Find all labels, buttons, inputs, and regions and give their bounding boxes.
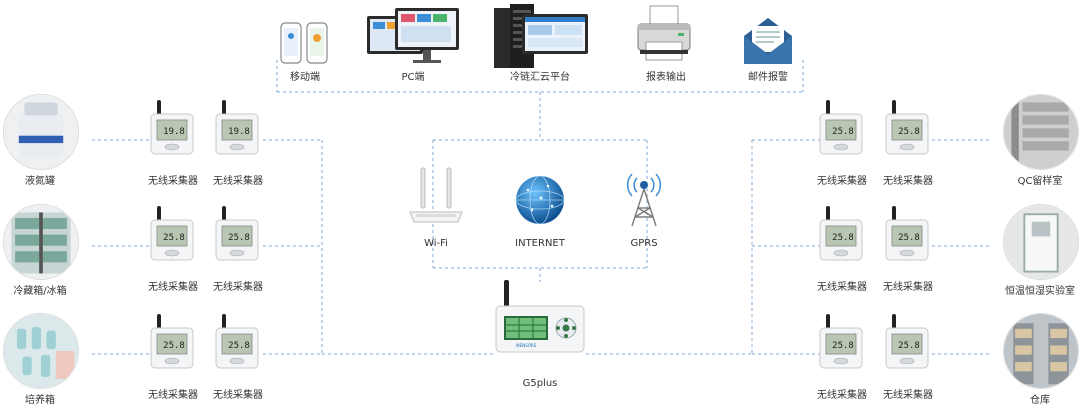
antenna-tower-icon — [626, 173, 662, 227]
mail-label: 邮件报警 — [748, 72, 788, 83]
wireless-sensor: 25.8 — [215, 314, 261, 372]
sensor-reading: 25.8 — [832, 341, 854, 351]
climate-lab-icon — [1004, 205, 1078, 279]
wireless-sensor: 25.8 — [150, 314, 196, 372]
gateway-node: WENSORS — [494, 280, 586, 356]
wifi-label: Wi-Fi — [424, 238, 448, 249]
printer-icon — [637, 5, 691, 61]
mail-alarm-node — [740, 12, 796, 68]
sensor-reading: 25.8 — [898, 127, 920, 137]
sensor-device-icon: 25.8 — [885, 206, 929, 261]
globe-icon — [515, 175, 565, 225]
gateway-device-icon: WENSORS — [495, 280, 585, 353]
site-label: 培养箱 — [25, 395, 55, 406]
site-label: 仓库 — [1030, 395, 1050, 406]
wireless-sensor: 25.8 — [819, 100, 865, 158]
sensor-device-icon: 25.8 — [215, 206, 259, 261]
gprs-label: GPRS — [630, 238, 658, 249]
sensor-label: 无线采集器 — [148, 176, 198, 187]
sensor-device-icon: 25.8 — [819, 314, 863, 369]
sensor-label: 无线采集器 — [817, 282, 867, 293]
sensor-label: 无线采集器 — [883, 390, 933, 401]
sample-room-icon — [1004, 95, 1078, 169]
envelope-icon — [744, 18, 792, 64]
wireless-sensor: 25.8 — [885, 314, 931, 372]
sensor-reading: 25.8 — [228, 341, 250, 351]
sensor-reading: 25.8 — [832, 127, 854, 137]
site-label: 恒温恒湿实验室 — [1005, 286, 1075, 297]
wireless-sensor: 25.8 — [885, 100, 931, 158]
sensor-device-icon: 25.8 — [819, 100, 863, 155]
sensor-reading: 25.8 — [898, 341, 920, 351]
sensor-device-icon: 25.8 — [885, 314, 929, 369]
sensor-device-icon: 25.8 — [885, 100, 929, 155]
sensor-label: 无线采集器 — [817, 176, 867, 187]
incubator-icon — [4, 314, 78, 388]
sensor-label: 无线采集器 — [213, 390, 263, 401]
sensor-device-icon: 25.8 — [819, 206, 863, 261]
sensor-label: 无线采集器 — [213, 176, 263, 187]
warehouse-icon — [1004, 314, 1078, 388]
cloud-platform-node — [490, 0, 590, 70]
sensor-label: 无线采集器 — [213, 282, 263, 293]
wifi-node — [408, 166, 464, 228]
liquid-nitrogen-tank-icon — [4, 95, 78, 169]
sensor-device-icon: 19.8 — [150, 100, 194, 155]
site-photo — [3, 313, 79, 389]
sensor-label: 无线采集器 — [148, 390, 198, 401]
pc-label: PC端 — [401, 72, 425, 83]
site-label: 冷藏箱/冰箱 — [13, 286, 67, 297]
server-rack-icon — [494, 4, 588, 68]
sensor-reading: 19.8 — [228, 127, 250, 137]
site-photo — [3, 204, 79, 280]
site-photo — [1003, 204, 1079, 280]
cloud-platform-label: 冷链汇云平台 — [510, 72, 570, 83]
gateway-label: G5plus — [522, 378, 558, 389]
sensor-reading: 19.8 — [163, 127, 185, 137]
site-photo — [1003, 313, 1079, 389]
sensor-device-icon: 25.8 — [150, 206, 194, 261]
gateway-brand: WENSORS — [516, 343, 537, 348]
report-output-node — [632, 2, 696, 68]
sensor-label: 无线采集器 — [817, 390, 867, 401]
phones-icon — [280, 22, 328, 64]
mobile-label: 移动端 — [290, 72, 320, 83]
report-label: 报表输出 — [646, 72, 686, 83]
site-label: QC留样室 — [1017, 176, 1063, 187]
site-label: 液氮罐 — [25, 176, 55, 187]
sensor-label: 无线采集器 — [148, 282, 198, 293]
wireless-sensor: 25.8 — [215, 206, 261, 264]
sensor-device-icon: 25.8 — [215, 314, 259, 369]
monitors-icon — [367, 8, 459, 63]
sensor-reading: 25.8 — [832, 233, 854, 243]
sensor-device-icon: 19.8 — [215, 100, 259, 155]
sensor-reading: 25.8 — [163, 233, 185, 243]
pc-node — [365, 6, 463, 68]
sensor-device-icon: 25.8 — [150, 314, 194, 369]
router-icon — [409, 167, 463, 223]
wireless-sensor: 25.8 — [819, 206, 865, 264]
internet-label: INTERNET — [515, 238, 565, 249]
sensor-label: 无线采集器 — [883, 282, 933, 293]
site-photo — [3, 94, 79, 170]
mobile-app-node — [277, 18, 333, 72]
sensor-label: 无线采集器 — [883, 176, 933, 187]
wireless-sensor: 25.8 — [885, 206, 931, 264]
gprs-node — [618, 164, 670, 230]
refrigerator-icon — [4, 205, 78, 279]
sensor-reading: 25.8 — [228, 233, 250, 243]
wireless-sensor: 19.8 — [150, 100, 196, 158]
site-photo — [1003, 94, 1079, 170]
internet-node — [514, 174, 566, 226]
wireless-sensor: 25.8 — [819, 314, 865, 372]
wireless-sensor: 19.8 — [215, 100, 261, 158]
sensor-reading: 25.8 — [898, 233, 920, 243]
sensor-reading: 25.8 — [163, 341, 185, 351]
wireless-sensor: 25.8 — [150, 206, 196, 264]
